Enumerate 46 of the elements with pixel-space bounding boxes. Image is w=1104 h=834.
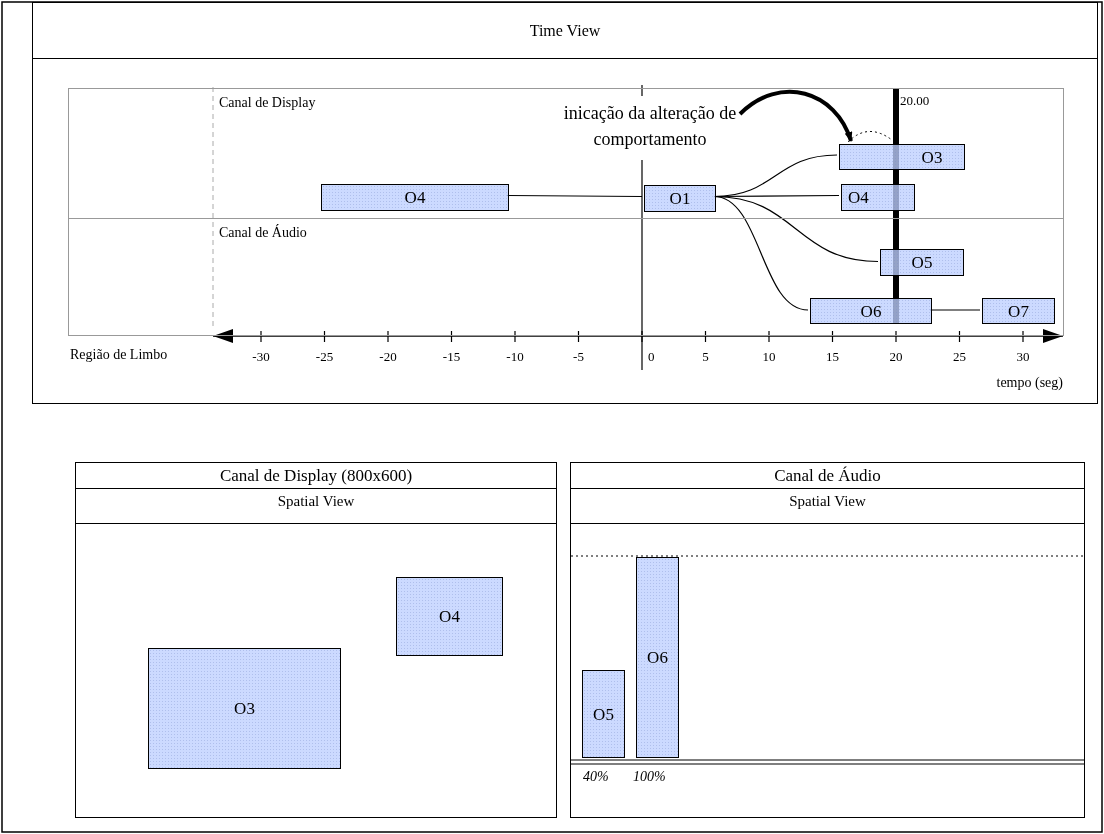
media-object-box: O5 (880, 249, 964, 276)
channel-panel (570, 462, 1085, 818)
media-object-box: O4 (396, 577, 503, 656)
channel-lane (68, 88, 1064, 219)
tick-label: -15 (442, 350, 461, 363)
connector-line (713, 195, 809, 311)
tick-label: -25 (315, 350, 334, 363)
view-panel (32, 2, 1098, 404)
media-object-box: O6 (810, 298, 932, 324)
marker-value: 20.00 (900, 94, 930, 107)
media-object-box: O1 (644, 185, 716, 212)
lane-title: Canal de Áudio (219, 225, 307, 241)
panel-title: Canal de Display (800x600) (76, 463, 556, 489)
level-label: 40% (583, 770, 609, 784)
axis-label: Região de Limbo (70, 348, 168, 362)
tick-label: -5 (573, 350, 584, 363)
panel-subtitle: Spatial View (571, 489, 1084, 524)
tick-label: 0 (648, 350, 655, 363)
tick-label: -10 (506, 350, 524, 363)
lane-title: Canal de Display (219, 95, 316, 111)
media-object-box: O3 (839, 144, 965, 170)
tick-label: 10 (762, 350, 776, 363)
level-label: 100% (633, 770, 666, 784)
media-object-box: O7 (982, 298, 1055, 324)
axis-label: tempo (seg) (996, 376, 1063, 390)
channel-panel (75, 462, 557, 818)
tick-label: 25 (953, 350, 966, 363)
tick-label: 30 (1016, 350, 1030, 363)
callout-text: inicação da alteração de comportamento (562, 102, 738, 151)
media-object-box: O4 (841, 184, 915, 211)
connector-line (506, 194, 643, 198)
media-object-box: O3 (148, 648, 341, 769)
media-object-box: O4 (321, 184, 509, 211)
volume-bar: O5 (582, 670, 625, 758)
tick-label: -20 (379, 350, 397, 363)
tick-label: -30 (252, 350, 270, 363)
tick-label: 5 (702, 350, 709, 363)
volume-bar: O6 (636, 557, 679, 758)
panel-title: Time View (33, 3, 1097, 59)
connector-line (929, 309, 981, 311)
tick-label: 20 (889, 350, 903, 363)
curved-arrow (738, 89, 853, 142)
channel-lane (68, 219, 1064, 336)
panel-title: Canal de Áudio (571, 463, 1084, 489)
tick-label: 15 (826, 350, 839, 363)
panel-subtitle: Spatial View (76, 489, 556, 524)
